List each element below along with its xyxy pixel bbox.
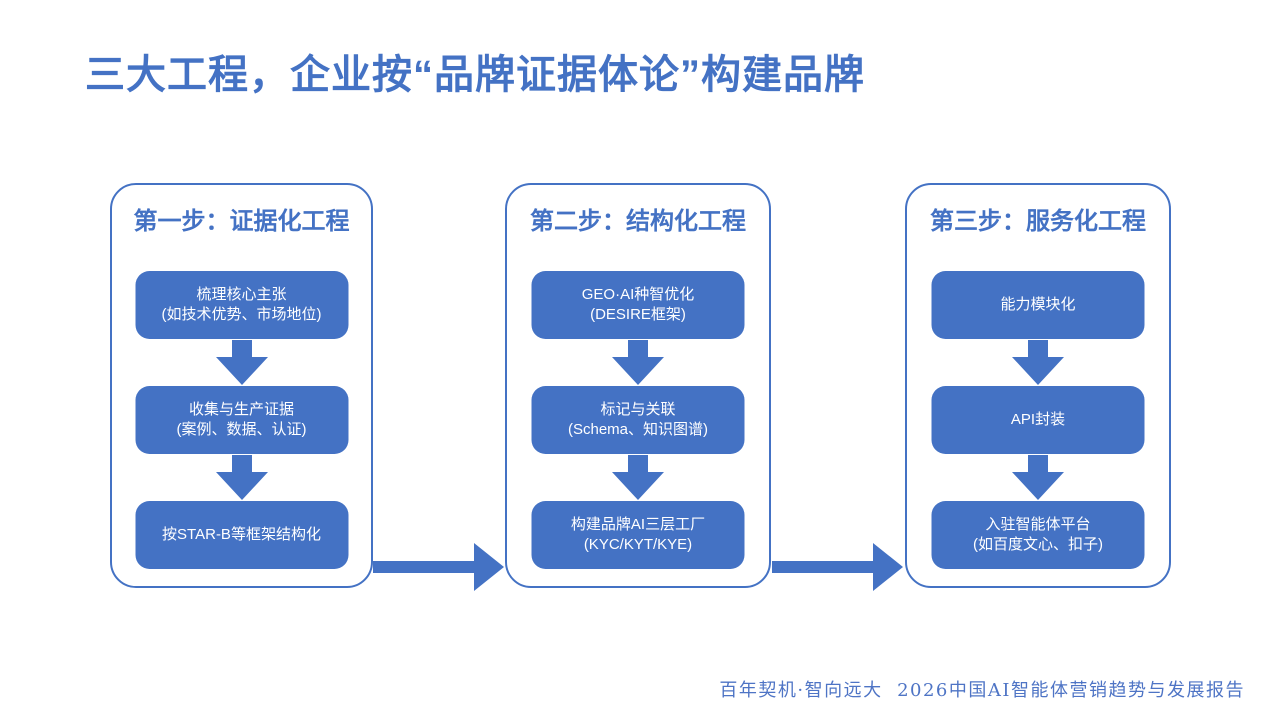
step-box: 标记与关联 (Schema、知识图谱) [531,386,745,454]
step-line2: (案例、数据、认证) [176,421,307,438]
down-arrow-icon [1012,340,1064,385]
step-line1: 构建品牌AI三层工厂 [570,516,706,534]
step-line1: 标记与关联 [600,401,676,419]
down-arrow-icon [612,340,664,385]
column-heading: 第一步：证据化工程 [133,208,350,235]
step-line2: (如百度文心、扣子) [973,536,1103,553]
step-box: 入驻智能体平台 (如百度文心、扣子) [931,501,1145,569]
step-box: 能力模块化 [931,271,1145,339]
step-box: 收集与生产证据 (案例、数据、认证) [135,386,348,454]
page-title: 三大工程，企业按“品牌证据体论”构建品牌 [85,53,865,97]
step-line1: 入驻智能体平台 [985,516,1091,534]
step-line2: (DESIRE框架) [590,306,686,323]
column-servitization-engineering: 第三步：服务化工程 能力模块化 API封装 入驻智能体平台 (如百度文心、扣子) [905,183,1171,588]
step-line1: 按STAR-B等框架结构化 [162,526,321,544]
step-line2: (KYC/KYT/KYE) [583,536,693,553]
step-box: 按STAR-B等框架结构化 [135,501,348,569]
column-structuring-engineering: 第二步：结构化工程 GEO·AI种智优化 (DESIRE框架) 标记与关联 (S… [505,183,771,588]
step-box: GEO·AI种智优化 (DESIRE框架) [531,271,745,339]
column-heading: 第三步：服务化工程 [930,208,1146,235]
down-arrow-icon [1012,455,1064,500]
footer-text: 百年契机·智向远大 2026中国AI智能体营销趋势与发展报告 [719,680,1245,701]
step-line1: 能力模块化 [1000,296,1076,314]
column-evidence-engineering: 第一步：证据化工程 梳理核心主张 (如技术优势、市场地位) 收集与生产证据 (案… [110,183,373,588]
step-line1: 梳理核心主张 [196,286,287,304]
step-box: 构建品牌AI三层工厂 (KYC/KYT/KYE) [531,501,745,569]
step-box: API封装 [931,386,1145,454]
down-arrow-icon [215,455,268,500]
column-heading: 第二步：结构化工程 [530,208,746,235]
right-arrow-icon [772,543,903,591]
down-arrow-icon [215,340,268,385]
step-line2: (如技术优势、市场地位) [161,306,322,323]
step-line1: 收集与生产证据 [188,401,294,419]
process-columns: 第一步：证据化工程 梳理核心主张 (如技术优势、市场地位) 收集与生产证据 (案… [0,183,1280,591]
down-arrow-icon [612,455,664,500]
step-line1: GEO·AI种智优化 [581,286,695,304]
step-line1: API封装 [1010,411,1066,429]
right-arrow-icon [373,543,504,591]
step-box: 梳理核心主张 (如技术优势、市场地位) [135,271,348,339]
step-line2: (Schema、知识图谱) [567,421,709,438]
